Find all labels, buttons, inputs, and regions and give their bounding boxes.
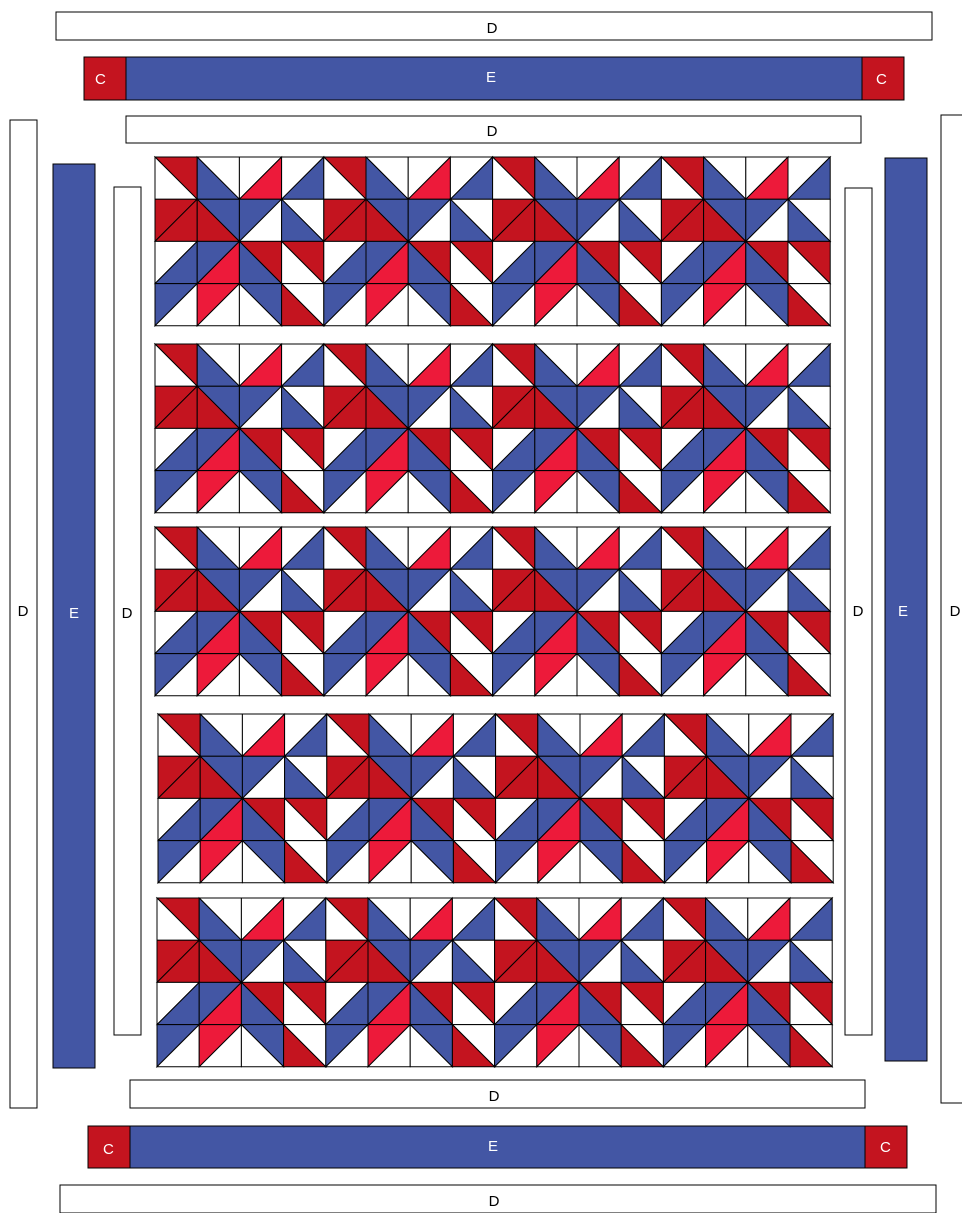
corner-label-top-left: C [95, 71, 106, 88]
left-middle-border-strip: E [53, 164, 95, 1068]
right-inner-strip-label: D [853, 603, 864, 620]
bottom-outer-border-strip: D [60, 1185, 936, 1213]
right-inner-border-strip: D [845, 188, 872, 1035]
corner-square-top-left: C [84, 57, 126, 100]
left-inner-border-strip: D [114, 187, 141, 1035]
corner-square-top-right: C [862, 57, 904, 100]
left-outer-strip-label: D [18, 603, 29, 620]
top-outer-border-strip: D [56, 12, 932, 40]
top-inner-strip-label: D [487, 123, 498, 140]
top-outer-strip-label: D [487, 20, 498, 37]
block-row [158, 714, 833, 883]
block-row [155, 157, 830, 326]
quilt-center-block-rows [155, 157, 833, 1067]
top-inner-border-strip: D [126, 116, 861, 143]
bottom-inner-strip-label: D [489, 1088, 500, 1105]
bottom-inner-border-strip: D [130, 1080, 865, 1108]
right-middle-border-strip: E [885, 158, 927, 1061]
right-outer-border-strip: D [941, 115, 962, 1103]
block-row [155, 344, 830, 513]
top-middle-strip-label: E [486, 69, 496, 86]
left-outer-border-strip: D [10, 120, 37, 1108]
left-middle-strip-label: E [69, 605, 79, 622]
bottom-outer-strip-label: D [489, 1193, 500, 1210]
block-row [157, 898, 832, 1067]
bottom-middle-border-strip: E [130, 1126, 865, 1168]
corner-label-bottom-right: C [880, 1139, 891, 1156]
right-middle-strip-label: E [898, 603, 908, 620]
bottom-middle-strip-label: E [488, 1138, 498, 1155]
block-row [155, 527, 830, 696]
corner-label-top-right: C [876, 71, 887, 88]
corner-square-bottom-right: C [865, 1126, 907, 1168]
left-inner-strip-label: D [122, 605, 133, 622]
corner-label-bottom-left: C [103, 1141, 114, 1158]
corner-square-bottom-left: C [88, 1126, 130, 1168]
top-middle-border-strip: E [126, 57, 862, 100]
right-outer-strip-label: D [950, 603, 961, 620]
